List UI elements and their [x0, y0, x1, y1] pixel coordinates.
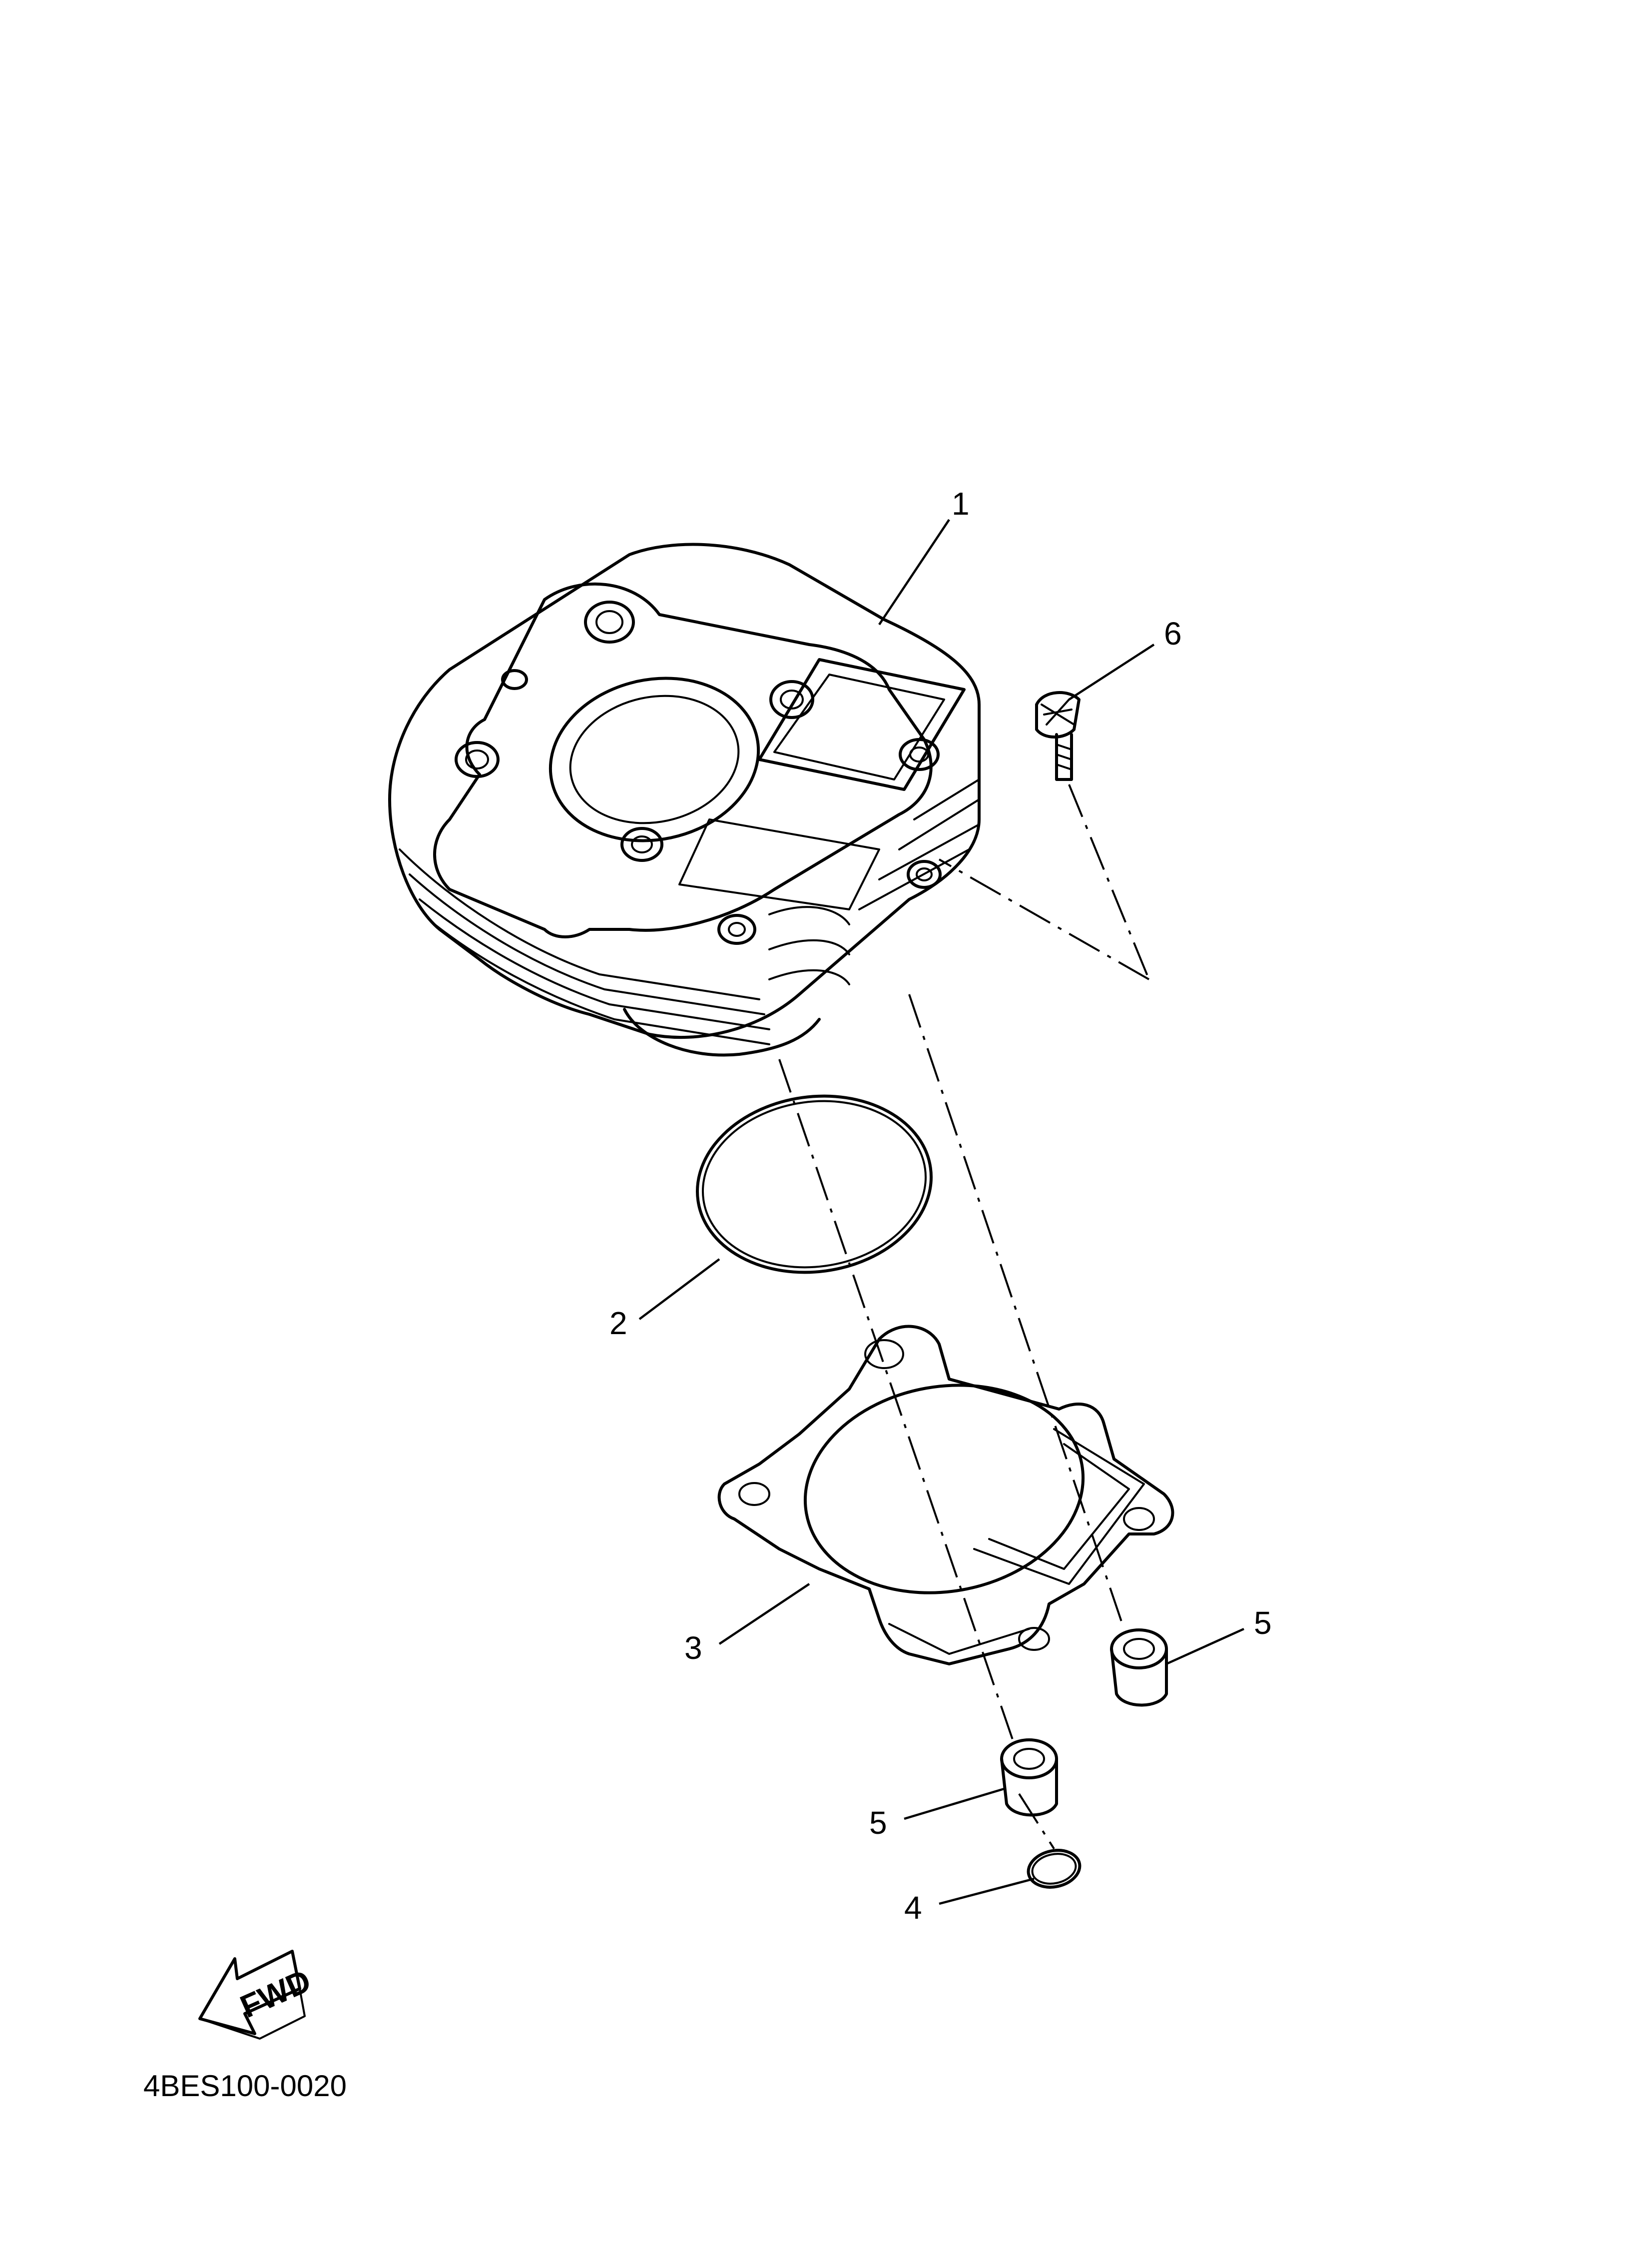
gasket-part	[717, 1325, 1174, 1665]
callout-o-ring-large: 2	[609, 1305, 627, 1341]
fwd-direction-arrow: FWD	[198, 1950, 316, 2040]
callout-dowel-right: 5	[1254, 1605, 1272, 1641]
callout-bolt: 6	[1164, 616, 1182, 652]
dowel-pin-left-part	[1000, 1738, 1058, 1817]
o-ring-large-part	[696, 1094, 933, 1274]
o-ring-small-part	[1027, 1849, 1082, 1889]
callout-gasket: 3	[684, 1630, 702, 1666]
leader-lines	[638, 519, 1244, 1905]
assembly-lines	[778, 784, 1150, 1850]
callout-cylinder: 1	[952, 486, 970, 522]
dowel-pin-right-part	[1110, 1628, 1168, 1707]
callout-dowel-left: 5	[869, 1805, 887, 1841]
diagram-code: 4BES100-0020	[143, 2069, 347, 2103]
callout-o-ring-small: 4	[904, 1890, 922, 1926]
cylinder-part	[388, 543, 981, 1057]
bolt-part	[1035, 691, 1081, 781]
